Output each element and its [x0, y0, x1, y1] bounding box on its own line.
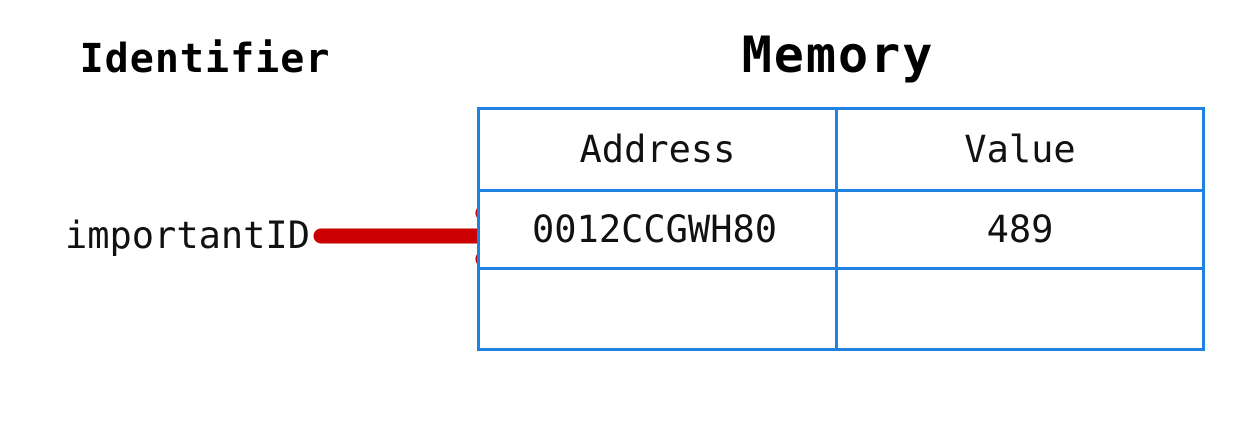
identifier-variable-label: importantID — [64, 214, 310, 257]
memory-table: Address Value 0012CCGWH80 489 — [477, 107, 1205, 351]
column-header-value: Value — [964, 128, 1076, 171]
table-header-row: Address Value — [480, 110, 1202, 192]
cell-address-1 — [480, 270, 838, 348]
memory-title: Memory — [741, 26, 935, 84]
cell-address-0: 0012CCGWH80 — [480, 192, 838, 267]
column-header-address: Address — [480, 110, 838, 189]
table-row — [480, 270, 1202, 348]
cell-value-0: 489 — [986, 208, 1054, 251]
identifier-title: Identifier — [79, 36, 331, 82]
table-row: 0012CCGWH80 489 — [480, 192, 1202, 270]
cell-value-1 — [838, 270, 1202, 348]
